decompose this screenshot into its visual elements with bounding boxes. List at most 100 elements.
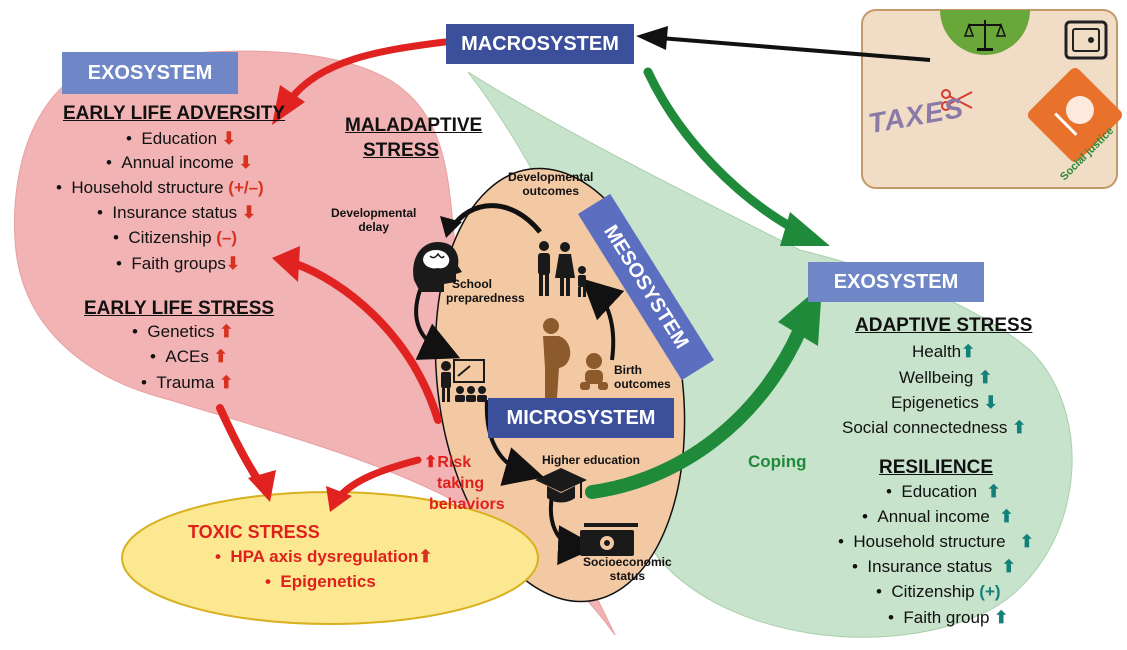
macrosystem-box: MACROSYSTEM [446, 24, 634, 64]
item-label: Annual income [877, 507, 990, 526]
arrow-macro-to-exo-right [643, 67, 805, 237]
exosystem-left-box: EXOSYSTEM [62, 52, 238, 94]
toxic-stress-title: TOXIC STRESS [188, 522, 320, 542]
item-label: Epigenetics [280, 572, 376, 591]
label-line: outcomes [522, 184, 580, 198]
toxic-item: HPA axis dysregulation⬆ [215, 547, 433, 567]
arrow-teacher-to-highered [484, 399, 545, 486]
risk-line: behaviors [429, 496, 505, 513]
family-icon [538, 241, 586, 297]
item-label: Citizenship [128, 228, 212, 247]
risk-line: ⬆Risk [424, 452, 505, 473]
item-label: Insurance status [867, 557, 993, 576]
item-label: Trauma [156, 373, 215, 392]
item-label: ACEs [165, 347, 209, 366]
arrow-birth-to-family [581, 278, 625, 361]
exosystem-right-box: EXOSYSTEM [808, 262, 984, 302]
adaptive-stress-title: ADAPTIVE STRESS [855, 315, 1033, 336]
negative-mark: (–) [216, 228, 238, 247]
stress-item: Genetics ⬆ [132, 322, 233, 342]
item-label: Citizenship [891, 582, 975, 601]
label-line: status [609, 569, 646, 583]
item-label: Household structure [853, 532, 1006, 551]
up-arrow-icon: ⬆ [986, 482, 1001, 501]
arrow-stress-to-toxic [216, 404, 262, 484]
up-arrow-icon: ⬆ [1012, 418, 1027, 437]
adversity-item: Household structure (+/–) [56, 178, 264, 198]
resilience-item: Faith group ⬆ [888, 608, 1008, 628]
resilience-item: Insurance status ⬆ [852, 557, 1016, 577]
arrow-dev-outcomes-to-delay [449, 203, 542, 234]
stress-item: Trauma ⬆ [141, 373, 233, 393]
item-label: Annual income [121, 153, 234, 172]
down-arrow-icon: ⬇ [238, 153, 253, 172]
item-label: Social connectedness [842, 418, 1008, 437]
resilience-item: Annual income ⬆ [862, 507, 1013, 527]
graduation-cap-icon [535, 468, 587, 503]
label-line: preparedness [446, 291, 525, 305]
label-line: Developmental [331, 206, 417, 220]
pregnant-woman-icon [543, 318, 571, 398]
microsystem-box: MICROSYSTEM [488, 398, 674, 438]
adversity-item: Education ⬇ [126, 129, 236, 149]
adaptive-item: Health⬆ [912, 342, 975, 362]
item-label: HPA axis dysregulation [230, 547, 419, 566]
risk-line: taking [437, 475, 485, 492]
item-label: Faith groups [131, 254, 226, 273]
adversity-item: Annual income ⬇ [106, 153, 253, 173]
up-arrow-icon: ⬆ [418, 547, 433, 566]
up-arrow-icon: ⬆ [994, 608, 1009, 627]
item-label: Genetics [147, 322, 215, 341]
label-line: Socioeconomic [583, 555, 672, 569]
up-arrow-icon: ⬆ [424, 454, 438, 471]
safe-icon [1064, 20, 1108, 60]
up-arrow-icon: ⬆ [1001, 557, 1016, 576]
arrow-risk-to-toxic [336, 456, 422, 500]
item-label: Faith group [903, 608, 990, 627]
label-line: Birth [614, 363, 642, 377]
resilience-item: Citizenship (+) [876, 582, 1000, 602]
maladaptive-line: STRESS [363, 140, 440, 161]
up-arrow-icon: ⬆ [961, 342, 976, 361]
risk-behaviors-label: ⬆Risk taking behaviors [424, 452, 505, 515]
justice-scale-icon [963, 20, 1007, 51]
stress-item: ACEs ⬆ [150, 347, 228, 367]
arrow-macro-to-exo-left [286, 38, 449, 104]
down-arrow-icon: ⬇ [225, 254, 241, 273]
up-arrow-icon: ⬆ [1019, 532, 1034, 551]
adaptive-item: Wellbeing ⬆ [899, 368, 992, 388]
adversity-item: Faith groups⬇ [116, 254, 240, 274]
down-arrow-icon: ⬇ [241, 203, 257, 222]
higher-education-label: Higher education [542, 453, 641, 467]
item-label: Education [901, 482, 978, 501]
item-label: Education [141, 129, 218, 148]
arrow-risk-to-adversity [292, 260, 442, 424]
risk-word: Risk [437, 454, 472, 471]
down-arrow-icon: ⬇ [221, 129, 237, 148]
mixed-mark: (+/–) [228, 178, 264, 197]
arrow-coping [585, 323, 807, 499]
arrow-policy-to-macro [659, 36, 931, 62]
up-arrow-icon: ⬆ [219, 373, 234, 392]
resilience-item: Household structure ⬆ [838, 532, 1034, 552]
toxic-item: Epigenetics [265, 572, 376, 592]
teacher-icon [441, 359, 487, 402]
label-line: outcomes [614, 377, 671, 391]
adversity-item: Insurance status ⬇ [97, 203, 256, 223]
resilience-item: Education ⬆ [886, 482, 1001, 502]
adaptive-item: Epigenetics ⬇ [891, 393, 998, 413]
adaptive-item: Social connectedness ⬆ [842, 418, 1026, 438]
fist-scale-icon [1027, 67, 1123, 163]
early-adversity-title: EARLY LIFE ADVERSITY [63, 103, 286, 124]
brain-head-icon [413, 242, 462, 292]
item-label: Health [912, 342, 962, 361]
item-label: Wellbeing [899, 368, 974, 387]
label-line: Developmental [508, 170, 594, 184]
up-arrow-icon: ⬆ [213, 347, 228, 366]
item-label: Epigenetics [891, 393, 979, 412]
arrow-brain-to-teacher [414, 289, 461, 360]
